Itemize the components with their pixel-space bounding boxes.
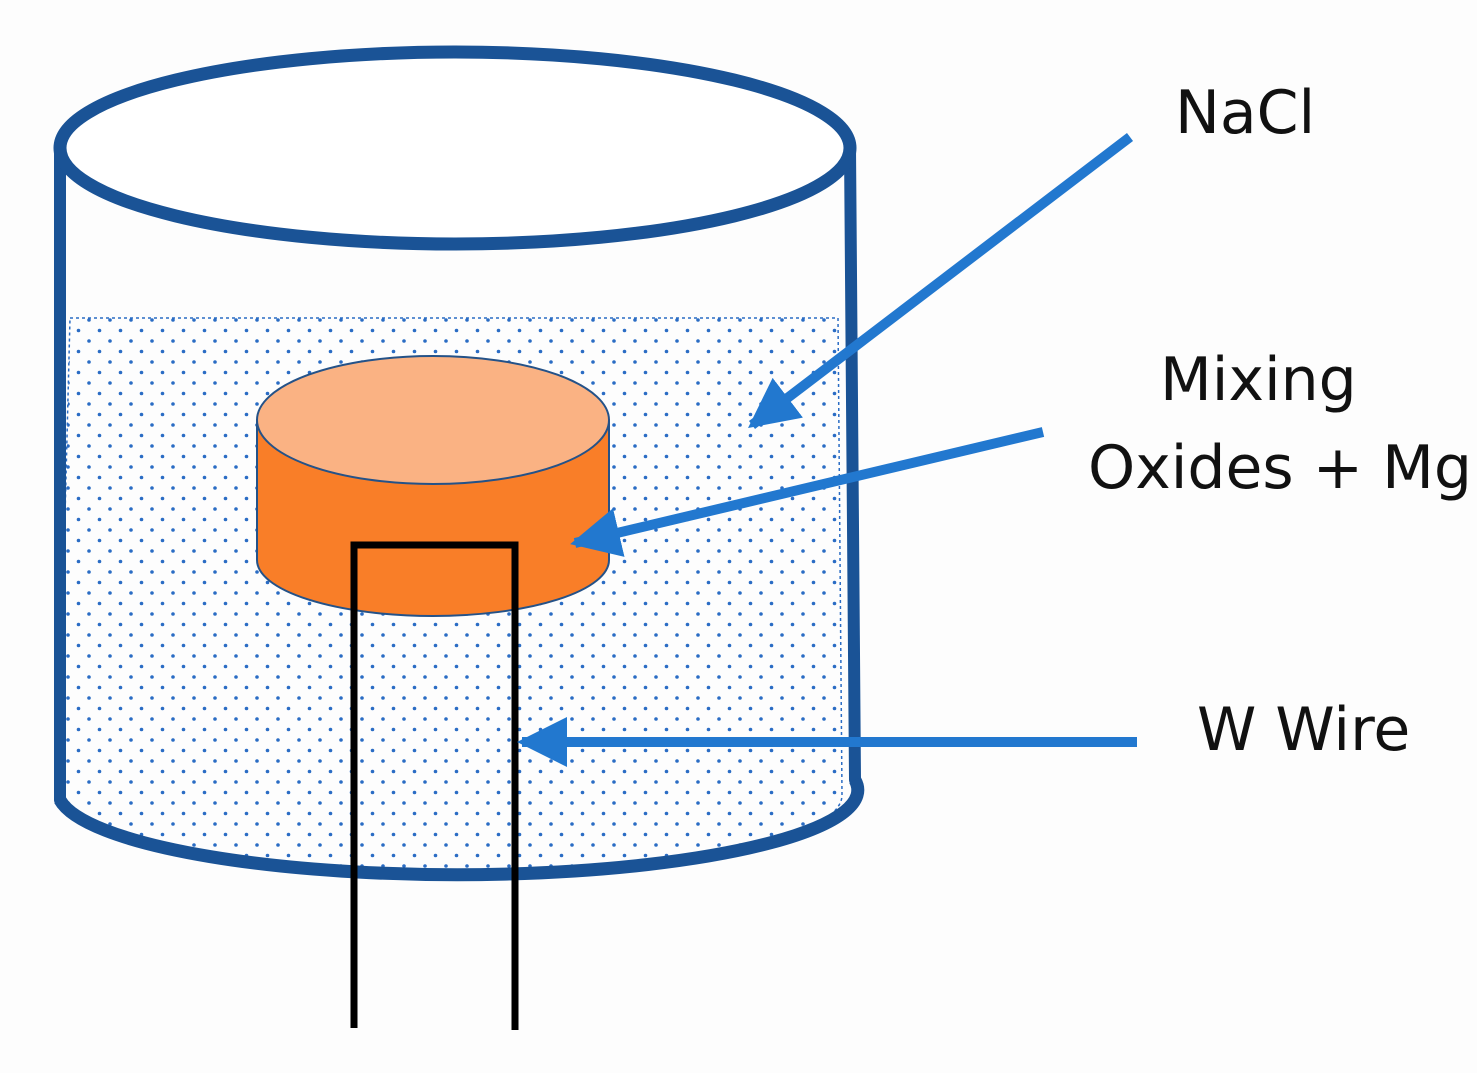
label-mixing-line1: Mixing bbox=[1160, 345, 1357, 415]
pellet-top bbox=[256, 355, 610, 485]
label-mixing-line2: Oxides + Mg bbox=[1088, 433, 1472, 503]
container-rim bbox=[53, 45, 857, 251]
container-bottom bbox=[54, 776, 865, 882]
arrow-mixing bbox=[570, 427, 1045, 557]
pellet bbox=[256, 355, 610, 617]
container-right-wall bbox=[844, 142, 861, 786]
tungsten-wire bbox=[350, 541, 519, 1030]
arrow-nacl bbox=[748, 133, 1134, 429]
label-wire: W Wire bbox=[1197, 695, 1410, 765]
label-nacl: NaCl bbox=[1175, 78, 1315, 148]
